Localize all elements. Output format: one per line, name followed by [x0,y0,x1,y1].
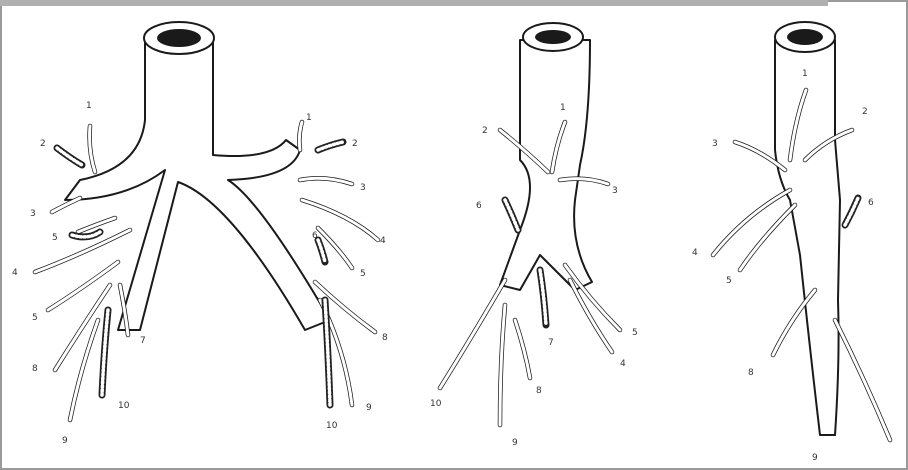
diagram-2-label: 1 [560,103,566,113]
diagram-1-label: 2 [40,139,46,149]
diagram-1-label: 1 [86,101,92,111]
diagram-1-label: 5 [52,233,58,243]
diagram-1-label: 5 [360,269,366,279]
diagram-3: 1 2 3 4 5 6 8 9 [692,22,890,463]
diagram-3-label: 1 [802,69,808,79]
diagram-3-label: 9 [812,453,818,463]
diagram-1-label: 5 [32,313,38,323]
diagram-2-label: 10 [430,399,442,409]
diagram-1-label: 6 [312,231,318,241]
diagram-1-label: 3 [30,209,36,219]
diagram-3-label: 4 [692,248,698,258]
diagram-3-trachea [775,40,840,435]
diagram-3-label: 5 [726,276,732,286]
diagram-1-label: 10 [118,401,130,411]
diagram-2-trachea-lumen [535,30,571,44]
diagram-1-right-branches [299,122,378,405]
diagram-1-trachea [65,42,330,330]
diagram-3-label: 2 [862,107,868,117]
diagram-2-label: 3 [612,186,618,196]
diagram-1-trachea-lumen [157,29,201,47]
diagram-2-label: 9 [512,438,518,448]
diagram-2-label: 5 [632,328,638,338]
diagram-2-label: 6 [476,201,482,211]
diagram-3-label: 6 [868,198,874,208]
diagram-2-label: 2 [482,126,488,136]
diagram-1-label: 10 [326,421,338,431]
diagram-1-label: 9 [62,436,68,446]
diagram-3-trachea-lumen [787,29,823,45]
diagram-1-label: 4 [380,236,386,246]
diagram-3-label: 8 [748,368,754,378]
diagram-1-label: 9 [366,403,372,413]
diagram-2: 1 2 3 4 5 6 7 8 9 10 [430,23,638,448]
diagram-1: 1 2 3 4 5 5 7 8 9 10 1 2 3 4 5 6 8 9 10 [12,22,388,446]
diagram-1-label: 8 [382,333,388,343]
diagram-2-label: 7 [548,338,554,348]
diagram-1-label: 8 [32,364,38,374]
diagram-3-label: 3 [712,139,718,149]
diagram-1-label: 7 [140,336,146,346]
diagram-1-label: 2 [352,139,358,149]
diagram-2-label: 8 [536,386,542,396]
diagram-2-trachea [500,40,592,290]
diagram-2-label: 4 [620,359,626,369]
diagram-1-label: 4 [12,268,18,278]
diagram-1-label: 3 [360,183,366,193]
diagram-1-label: 1 [306,113,312,123]
